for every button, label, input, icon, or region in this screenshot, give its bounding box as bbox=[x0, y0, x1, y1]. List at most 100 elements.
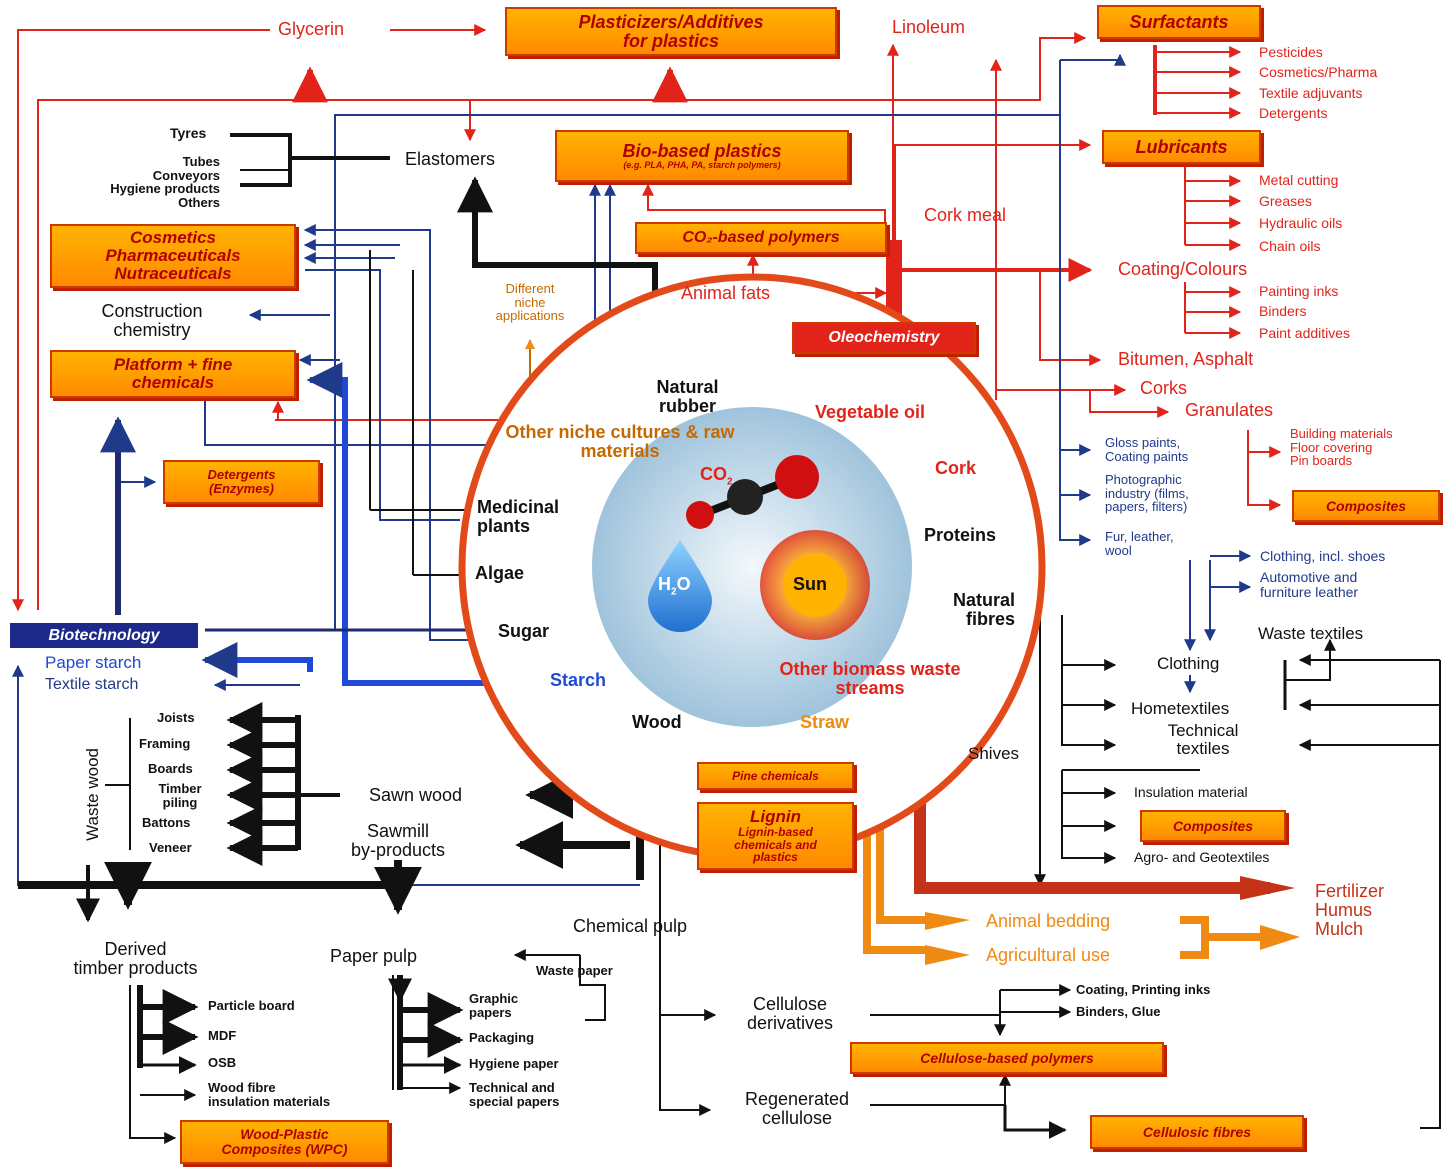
osb-label: OSB bbox=[208, 1055, 237, 1070]
particle-board-label: Particle board bbox=[208, 998, 295, 1013]
cosmetics-pharma-label: Cosmetics/Pharma bbox=[1259, 64, 1378, 80]
textile-starch-label: Textile starch bbox=[45, 676, 139, 693]
shives-label: Shives bbox=[968, 744, 1020, 763]
agricultural-use-label: Agricultural use bbox=[986, 945, 1111, 965]
oxygen-atom-icon bbox=[686, 501, 714, 529]
composites-mid-box: Composites bbox=[1140, 810, 1286, 842]
hygiene-products-label: Hygiene products bbox=[110, 181, 220, 196]
oxygen-atom-icon bbox=[775, 455, 819, 499]
medicinal-plants-label: Medicinal plants bbox=[477, 497, 560, 536]
waste-paper-label: Waste paper bbox=[536, 963, 613, 978]
algae-label: Algae bbox=[475, 563, 525, 583]
clothing-shoes-label: Clothing, incl. shoes bbox=[1260, 548, 1386, 564]
h2o-label: H2O bbox=[658, 574, 691, 598]
tyres-label: Tyres bbox=[170, 125, 207, 141]
starch-label: Starch bbox=[550, 670, 607, 690]
elastomers-label: Elastomers bbox=[405, 149, 496, 169]
agro-geo-label: Agro- and Geotextiles bbox=[1134, 849, 1270, 865]
detergents-box: Detergents(Enzymes) bbox=[163, 460, 320, 504]
oleochemistry-box: Oleochemistry bbox=[792, 322, 976, 354]
other-biomass-label: Other biomass waste streams bbox=[779, 659, 961, 698]
pesticides-label: Pesticides bbox=[1259, 44, 1323, 60]
straw-label: Straw bbox=[800, 712, 850, 732]
joists-label: Joists bbox=[157, 710, 195, 725]
bio-based-plastics-box: Bio-based plastics(e.g. PLA, PHA, PA, st… bbox=[555, 130, 849, 182]
detergents-right-label: Detergents bbox=[1259, 105, 1328, 121]
cork-label: Cork bbox=[935, 458, 977, 478]
bitumen-label: Bitumen, Asphalt bbox=[1118, 349, 1254, 369]
paper-starch-label: Paper starch bbox=[45, 653, 142, 672]
corks-label: Corks bbox=[1140, 378, 1188, 398]
tubes-label: Tubes bbox=[182, 154, 220, 169]
starch-path bbox=[306, 362, 520, 686]
binders-label: Binders bbox=[1259, 303, 1307, 319]
metal-cutting-label: Metal cutting bbox=[1259, 172, 1339, 188]
gloss-paints-label: Gloss paints,Coating paints bbox=[1105, 435, 1189, 464]
hydraulic-label: Hydraulic oils bbox=[1259, 215, 1343, 231]
surfactants-box: Surfactants bbox=[1097, 5, 1261, 39]
paper-starch-path bbox=[201, 642, 313, 678]
greases-label: Greases bbox=[1259, 193, 1312, 209]
boards-label: Boards bbox=[148, 761, 193, 776]
glycerin-label: Glycerin bbox=[278, 19, 345, 39]
framing-label: Framing bbox=[139, 736, 191, 751]
paint-additives-label: Paint additives bbox=[1259, 325, 1351, 341]
natural-fibres-label: Natural fibres bbox=[952, 590, 1015, 629]
veneer-label: Veneer bbox=[149, 840, 192, 855]
packaging-label: Packaging bbox=[469, 1030, 535, 1045]
co2-polymers-box: CO₂-based polymers bbox=[635, 222, 887, 254]
binders-glue-label: Binders, Glue bbox=[1076, 1004, 1161, 1019]
animal-bedding-label: Animal bedding bbox=[986, 911, 1111, 931]
water-drop-icon bbox=[648, 540, 712, 632]
textile-adjuvants-label: Textile adjuvants bbox=[1259, 85, 1363, 101]
lubricants-box: Lubricants bbox=[1102, 130, 1261, 164]
linoleum-label: Linoleum bbox=[892, 17, 966, 37]
cellulose-polymers-box: Cellulose-based polymers bbox=[850, 1042, 1164, 1074]
sawn-wood-label: Sawn wood bbox=[369, 785, 463, 805]
insulation-label: Insulation material bbox=[1134, 784, 1248, 800]
biotechnology-box: Biotechnology bbox=[10, 623, 198, 648]
vegetable-oil-label: Vegetable oil bbox=[814, 402, 925, 422]
cork-meal-label: Cork meal bbox=[924, 205, 1007, 225]
other-niche-label: Other niche cultures & raw materials bbox=[505, 422, 735, 461]
battons-label: Battons bbox=[142, 815, 191, 830]
sugar-label: Sugar bbox=[498, 621, 550, 641]
waste-wood-label: Waste wood bbox=[83, 748, 103, 841]
chain-oils-label: Chain oils bbox=[1259, 238, 1321, 254]
sun-label: Sun bbox=[793, 574, 827, 594]
hometextiles-label: Hometextiles bbox=[1131, 699, 1230, 718]
paper-pulp-label: Paper pulp bbox=[330, 946, 418, 966]
center-core bbox=[592, 407, 912, 727]
proteins-label: Proteins bbox=[924, 525, 997, 545]
pine-chemicals-box: Pine chemicals bbox=[697, 762, 854, 790]
painting-inks-label: Painting inks bbox=[1259, 283, 1339, 299]
granulates-label: Granulates bbox=[1185, 400, 1274, 420]
mdf-label: MDF bbox=[208, 1028, 237, 1043]
others-label: Others bbox=[178, 195, 220, 210]
animal-fats-label: Animal fats bbox=[681, 283, 771, 303]
carbon-atom-icon bbox=[727, 479, 763, 515]
fur-leather-label: Fur, leather,wool bbox=[1105, 529, 1174, 558]
natural-rubber-label: Natural rubber bbox=[656, 377, 719, 416]
